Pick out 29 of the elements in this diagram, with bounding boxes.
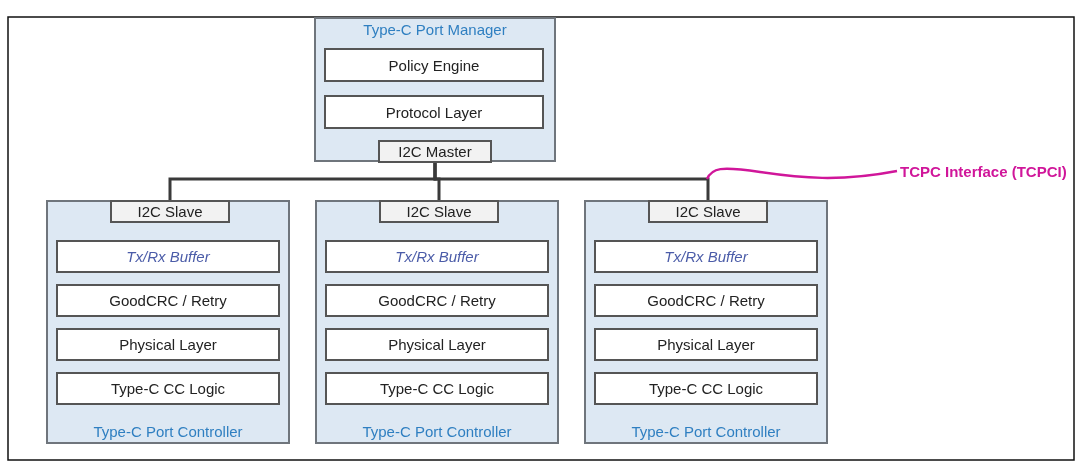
- layer-box: Tx/Rx Buffer: [594, 240, 818, 273]
- interface-tab: I2C Master: [378, 140, 492, 163]
- layer-box: Physical Layer: [56, 328, 280, 361]
- leader-line: [705, 167, 898, 180]
- panel-title: Type-C Port Controller: [361, 423, 513, 440]
- interface-tab: I2C Slave: [110, 200, 230, 223]
- interface-tab: I2C Slave: [379, 200, 499, 223]
- layer-box: GoodCRC / Retry: [56, 284, 280, 317]
- layer-box: Type-C CC Logic: [56, 372, 280, 405]
- layer-box: Protocol Layer: [324, 95, 544, 129]
- layer-box: Type-C CC Logic: [594, 372, 818, 405]
- layer-box: Tx/Rx Buffer: [325, 240, 549, 273]
- interface-label: TCPC Interface (TCPCI): [900, 160, 1072, 182]
- layer-box: Policy Engine: [324, 48, 544, 82]
- component-panel: [315, 200, 559, 444]
- panel-title: Type-C Port Controller: [630, 423, 782, 440]
- interface-tab: I2C Slave: [648, 200, 768, 223]
- layer-box: GoodCRC / Retry: [325, 284, 549, 317]
- layer-box: Physical Layer: [594, 328, 818, 361]
- layer-box: Type-C CC Logic: [325, 372, 549, 405]
- bus-connector: [433, 163, 710, 200]
- component-panel: [584, 200, 828, 444]
- layer-box: Physical Layer: [325, 328, 549, 361]
- panel-title: Type-C Port Manager: [362, 21, 508, 38]
- component-panel: [314, 17, 556, 162]
- layer-box: Tx/Rx Buffer: [56, 240, 280, 273]
- component-panel: [46, 200, 290, 444]
- layer-box: GoodCRC / Retry: [594, 284, 818, 317]
- panel-title: Type-C Port Controller: [92, 423, 244, 440]
